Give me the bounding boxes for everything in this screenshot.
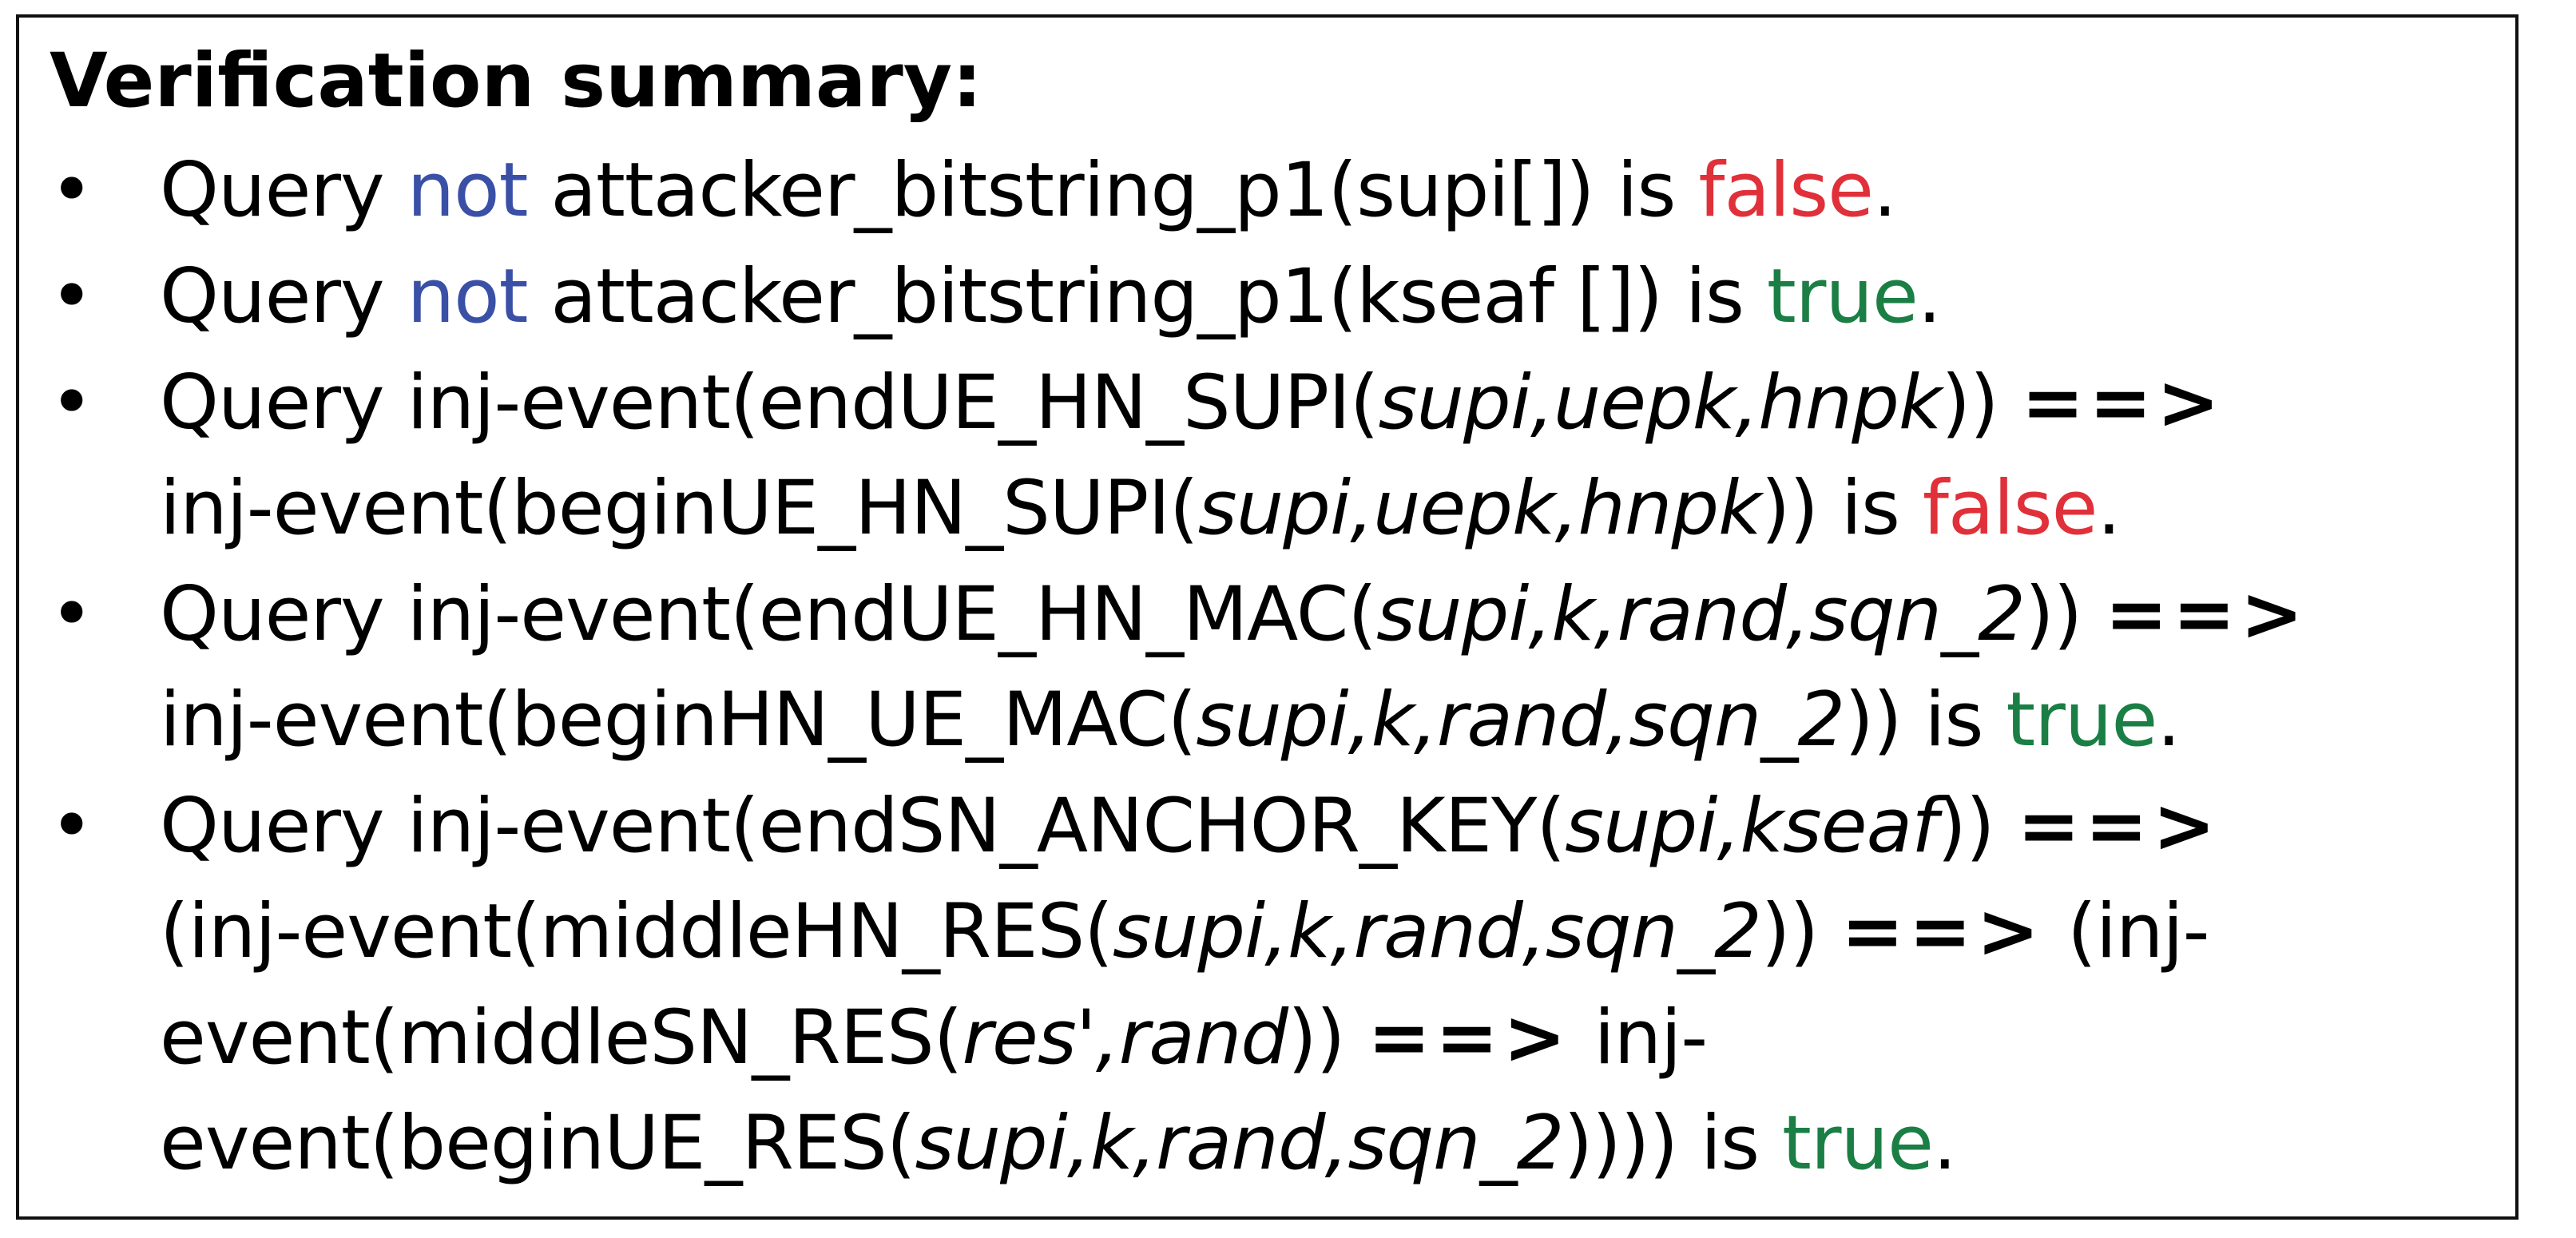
bullet-4: • [50,571,94,658]
bullet-1: • [50,147,94,234]
query-line-2: Query not attacker_bitstring_p1(kseaf []… [160,253,1942,340]
query-line-6: inj-event(beginHN_UE_MAC(supi,k,rand,sqn… [160,677,2181,764]
bullet-2: • [50,253,94,340]
bullet-5: • [50,783,94,870]
query-line-4: inj-event(beginUE_HN_SUPI(supi,uepk,hnpk… [160,465,2121,552]
query-line-10: event(beginUE_RES(supi,k,rand,sqn_2)))) … [160,1100,1957,1187]
query-line-5: Query inj-event(endUE_HN_MAC(supi,k,rand… [160,571,2308,658]
query-line-3: Query inj-event(endUE_HN_SUPI(supi,uepk,… [160,359,2225,446]
query-line-8: (inj-event(middleHN_RES(supi,k,rand,sqn_… [160,888,2210,975]
query-line-7: Query inj-event(endSN_ANCHOR_KEY(supi,ks… [160,783,2221,870]
bullet-3: • [50,359,94,446]
query-line-9: event(middleSN_RES(res',rand)) ==> inj- [160,994,1708,1081]
summary-box [16,14,2518,1220]
verification-summary-title: Verification summary: [50,38,982,125]
query-line-1: Query not attacker_bitstring_p1(supi[]) … [160,147,1897,234]
